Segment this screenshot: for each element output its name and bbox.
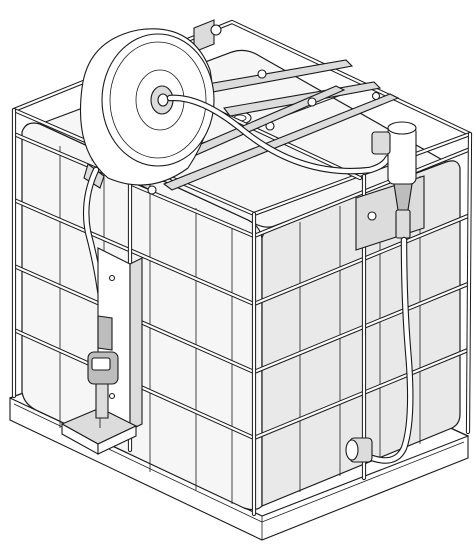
air-operated-pump — [355, 121, 425, 251]
suction-hose — [368, 236, 414, 464]
pump-supply-hose — [166, 94, 392, 175]
dispense-meter — [87, 315, 119, 428]
bottom-valve — [345, 437, 373, 463]
hose-reel — [79, 19, 222, 195]
